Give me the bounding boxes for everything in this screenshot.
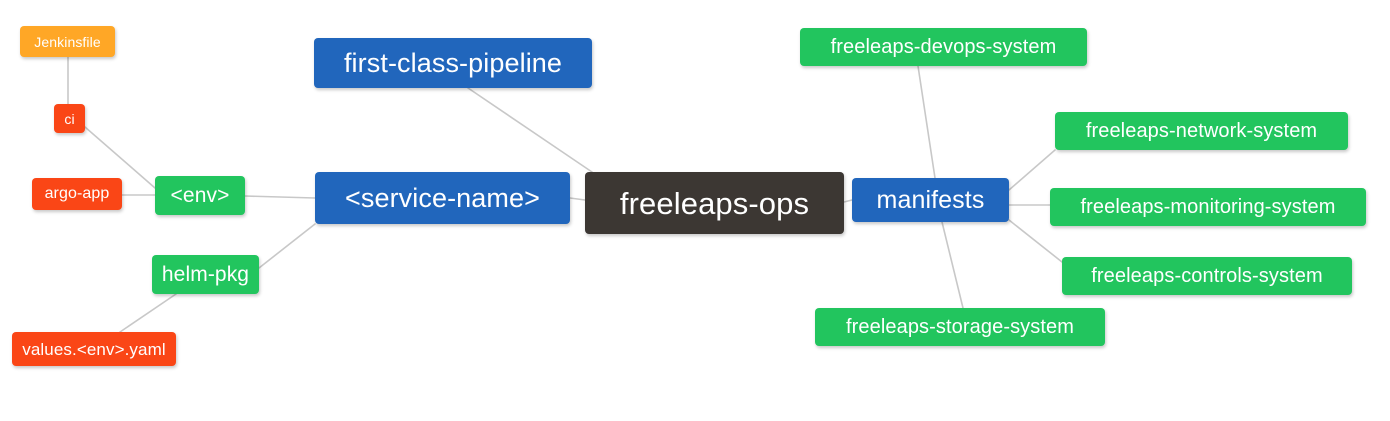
node-network[interactable]: freeleaps-network-system — [1055, 112, 1348, 150]
node-label: <service-name> — [345, 182, 540, 213]
node-jenkinsfile[interactable]: Jenkinsfile — [20, 26, 115, 57]
node-label: manifests — [876, 185, 985, 214]
edge-manifests-to-devops — [917, 65, 936, 179]
node-env[interactable]: <env> — [155, 176, 245, 215]
node-label: freeleaps-ops — [619, 185, 810, 221]
node-helmpkg[interactable]: helm-pkg — [152, 255, 259, 294]
edge-manifests-to-controls — [1008, 219, 1063, 263]
edge-root-to-pipeline — [467, 87, 593, 173]
node-label: Jenkinsfile — [34, 33, 101, 50]
node-monitoring[interactable]: freeleaps-monitoring-system — [1050, 188, 1366, 226]
edge-service-to-env — [244, 195, 316, 199]
edge-service-to-helmpkg — [258, 223, 316, 269]
node-storage[interactable]: freeleaps-storage-system — [815, 308, 1105, 346]
edge-root-to-service — [569, 197, 586, 201]
node-label: freeleaps-storage-system — [845, 316, 1075, 338]
edge-manifests-to-storage — [941, 221, 964, 309]
node-label: <env> — [170, 184, 230, 207]
node-label: helm-pkg — [161, 263, 250, 286]
node-label: values.<env>.yaml — [22, 339, 166, 359]
node-root[interactable]: freeleaps-ops — [585, 172, 844, 234]
node-label: first-class-pipeline — [343, 47, 563, 78]
node-label: freeleaps-network-system — [1085, 120, 1318, 142]
node-ci[interactable]: ci — [54, 104, 85, 133]
node-pipeline[interactable]: first-class-pipeline — [314, 38, 592, 88]
node-label: freeleaps-devops-system — [830, 36, 1057, 58]
node-devops[interactable]: freeleaps-devops-system — [800, 28, 1087, 66]
edge-helmpkg-to-values — [119, 293, 177, 333]
node-label: freeleaps-monitoring-system — [1080, 196, 1336, 218]
node-manifests[interactable]: manifests — [852, 178, 1009, 222]
node-argoapp[interactable]: argo-app — [32, 178, 122, 210]
node-label: argo-app — [44, 185, 110, 202]
node-service[interactable]: <service-name> — [315, 172, 570, 224]
edge-manifests-to-network — [1008, 149, 1056, 191]
node-label: ci — [64, 110, 75, 127]
node-values[interactable]: values.<env>.yaml — [12, 332, 176, 366]
node-label: freeleaps-controls-system — [1091, 265, 1323, 287]
edge-root-to-manifests — [843, 199, 853, 203]
node-controls[interactable]: freeleaps-controls-system — [1062, 257, 1352, 295]
